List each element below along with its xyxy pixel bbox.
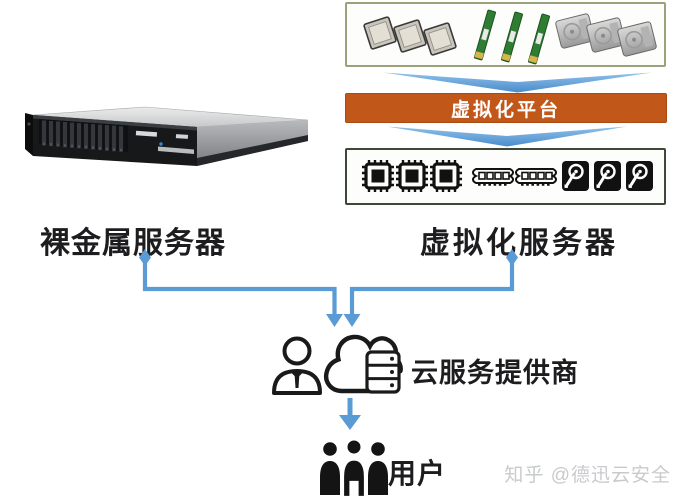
admin-person-icon bbox=[272, 336, 322, 395]
users-group-icon bbox=[320, 438, 388, 499]
hard-drive-photo-icon bbox=[555, 13, 657, 57]
down-arrowhead bbox=[343, 314, 361, 327]
virtualized-label: 虚拟化服务器 bbox=[420, 227, 618, 260]
virtual-hardware-box bbox=[345, 148, 666, 205]
server-brand-logo bbox=[175, 134, 189, 139]
server-label-plate bbox=[135, 130, 158, 137]
server-tray-handles bbox=[43, 142, 122, 152]
rack-shelf-lines bbox=[367, 363, 399, 381]
diamond-start-marker bbox=[506, 249, 518, 266]
bare-metal-connector bbox=[142, 258, 337, 314]
physical-hardware-icons bbox=[363, 9, 657, 65]
ram-module-photo-icon bbox=[474, 9, 550, 65]
bare-metal-server-image bbox=[25, 106, 309, 166]
users-label: 用户 bbox=[388, 458, 447, 489]
virtualized-connector bbox=[349, 258, 515, 314]
vram-module-icon bbox=[472, 168, 557, 186]
cloud-server-icon bbox=[323, 334, 403, 394]
bare-metal-label: 裸金属服务器 bbox=[40, 227, 226, 260]
diamond-start-marker bbox=[139, 249, 151, 266]
down-chevron-arrow-2 bbox=[387, 126, 627, 147]
cpu-photo-icon bbox=[363, 16, 457, 56]
virtual-hardware-icons bbox=[362, 160, 653, 192]
server-power-led bbox=[159, 142, 163, 146]
server-front-top-strip bbox=[33, 115, 197, 131]
server-drive-tray-slats bbox=[41, 120, 124, 152]
cloud-provider-label: 云服务提供商 bbox=[411, 358, 579, 388]
physical-hardware-box bbox=[345, 2, 666, 67]
server-rack-in-cloud bbox=[365, 350, 401, 394]
down-arrowhead bbox=[339, 415, 361, 430]
vcpu-chip-icon bbox=[362, 160, 462, 192]
down-chevron-arrow-1 bbox=[383, 72, 652, 93]
down-arrowhead bbox=[326, 314, 343, 327]
server-left-ear bbox=[25, 113, 33, 156]
virtualization-platform-label: 虚拟化平台 bbox=[450, 99, 561, 121]
watermark: 知乎 @德迅云安全 bbox=[504, 465, 671, 486]
server-ear-hole bbox=[27, 122, 31, 126]
vdisk-icon bbox=[562, 161, 653, 191]
server-latch bbox=[158, 146, 194, 154]
virtualization-platform-bar: 虚拟化平台 bbox=[345, 93, 667, 123]
server-side-bottom-edge bbox=[197, 135, 308, 166]
